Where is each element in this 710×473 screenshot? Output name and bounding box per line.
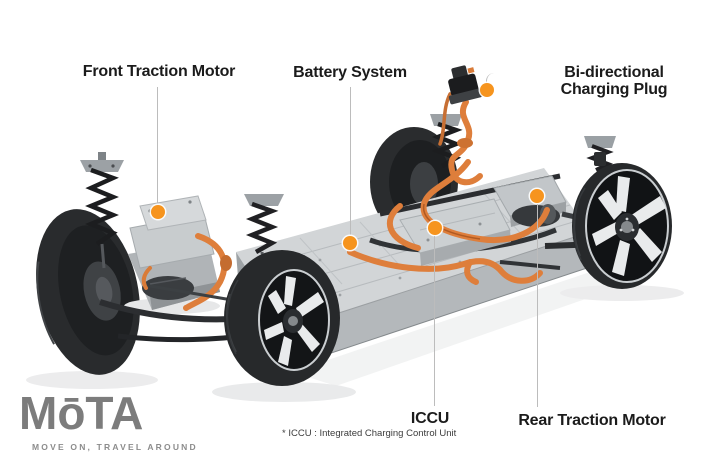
charging-plug	[448, 65, 483, 105]
mota-logo: MōTA	[19, 387, 144, 439]
label-front-traction-motor: Front Traction Motor	[82, 63, 236, 80]
marker-front-traction-motor	[151, 205, 165, 219]
label-bidirectional-line1: Bi-directional	[564, 64, 664, 81]
mota-tagline: MOVE ON, TRAVEL AROUND	[32, 442, 198, 452]
alloy-spokes	[264, 276, 324, 366]
leader-front-traction-motor	[157, 87, 158, 204]
alloy-spokes	[592, 176, 666, 276]
rear-drive-unit	[347, 159, 603, 285]
front-motor-unit	[124, 195, 232, 314]
ground-shadows	[26, 270, 684, 402]
marker-battery-system	[343, 236, 357, 250]
leader-bidirectional-charging-plug	[486, 73, 558, 85]
label-iccu: ICCU	[410, 410, 450, 427]
label-battery-system: Battery System	[293, 64, 407, 81]
far-front-wheel	[36, 209, 140, 375]
charging-plug-assembly	[438, 65, 483, 186]
marker-rear-traction-motor	[530, 189, 544, 203]
label-bidirectional-line2: Charging Plug	[560, 81, 668, 98]
front-suspension-strut	[80, 152, 124, 269]
near-rear-wheel	[572, 163, 672, 289]
near-front-wheel	[224, 250, 340, 386]
iccu-footnote: * ICCU : Integrated Charging Control Uni…	[282, 428, 457, 439]
leader-iccu	[434, 236, 435, 406]
leader-rear-traction-motor	[537, 204, 538, 407]
leader-battery-system	[350, 87, 351, 235]
marker-bidirectional-charging-plug	[480, 83, 494, 97]
label-bidirectional-charging-plug: Bi-directional Charging Plug	[524, 64, 704, 98]
label-rear-traction-motor: Rear Traction Motor	[518, 412, 666, 429]
rear-near-strut	[584, 136, 616, 172]
front-motor-cable	[183, 233, 228, 311]
marker-iccu	[428, 221, 442, 235]
